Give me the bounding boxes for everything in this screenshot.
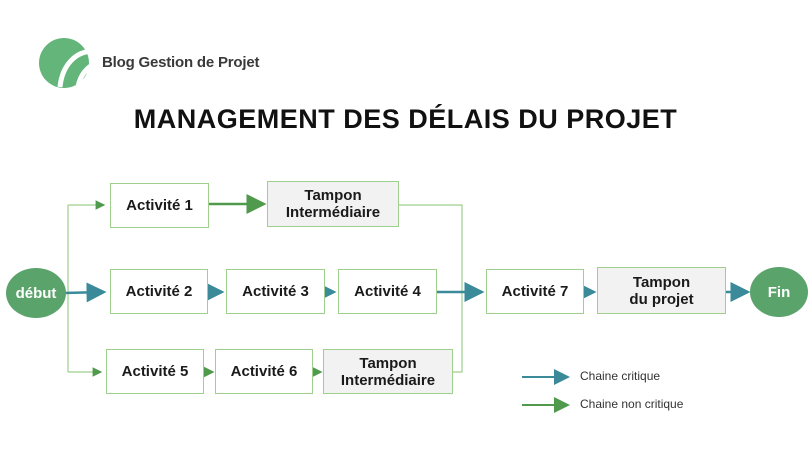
activity-2: Activité 2 xyxy=(110,269,208,314)
buffer-project: Tampon du projet xyxy=(597,267,726,314)
activity-5: Activité 5 xyxy=(106,349,204,394)
buffer-bottom-line1: Tampon xyxy=(359,354,417,372)
buffer-top-line1: Tampon xyxy=(304,187,362,204)
activity-4: Activité 4 xyxy=(338,269,437,314)
activity-7: Activité 7 xyxy=(486,269,584,314)
legend-non-critical-label: Chaine non critique xyxy=(580,397,684,411)
buffer-project-line1: Tampon xyxy=(632,273,691,291)
brand-name: Blog Gestion de Projet xyxy=(102,54,260,71)
brand-logo-icon xyxy=(39,38,98,88)
page-title: MANAGEMENT DES DÉLAIS DU PROJET xyxy=(133,104,678,134)
activity-3: Activité 3 xyxy=(226,269,325,314)
buffer-top-line2: Intermédiaire xyxy=(285,204,381,221)
buffer-bottom-line2: Intermédiaire xyxy=(340,371,436,389)
start-node: début xyxy=(6,268,66,318)
activity-1: Activité 1 xyxy=(110,183,209,228)
end-node: Fin xyxy=(750,267,808,317)
buffer-intermediate-top: Tampon Intermédiaire xyxy=(267,181,399,227)
legend-critical-label: Chaine critique xyxy=(580,369,661,383)
buffer-project-line2: du projet xyxy=(629,290,694,308)
buffer-intermediate-bottom: Tampon Intermédiaire xyxy=(323,349,453,394)
activity-6: Activité 6 xyxy=(215,349,313,394)
